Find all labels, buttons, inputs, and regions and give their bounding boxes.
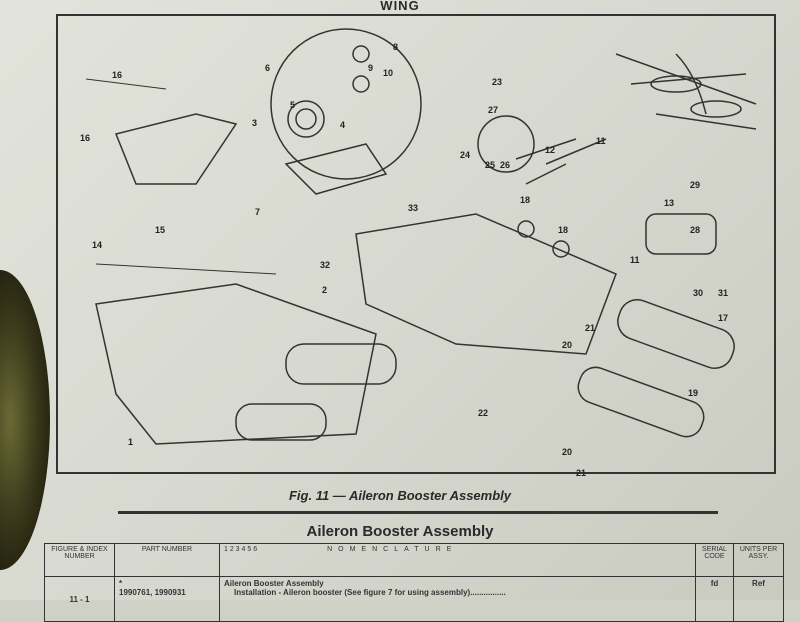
exploded-parts-illustration	[85, 28, 757, 445]
cylinder-17	[617, 299, 735, 369]
callout-number: 21	[585, 323, 596, 333]
header-nomenclature: 1 2 3 4 5 6 NOMENCLATURE	[219, 543, 696, 577]
callout-number: 3	[252, 118, 258, 128]
callout-number: 18	[520, 195, 531, 205]
detail-circle-small	[477, 115, 535, 173]
cell-part: *1990761, 1990931	[114, 576, 220, 622]
callout-number: 28	[690, 225, 701, 235]
callout-number: 5	[290, 100, 296, 110]
table-title: Aileron Booster Assembly	[306, 523, 494, 540]
callout-number: 25	[485, 160, 496, 170]
header-serial-code: SERIAL CODE	[695, 543, 734, 577]
section-header: WING	[380, 0, 420, 13]
callout-number: 13	[664, 198, 675, 208]
callout-number: 1	[128, 437, 134, 447]
callout-number: 22	[478, 408, 489, 418]
callout-number: 19	[688, 388, 699, 398]
callout-number: 7	[255, 207, 261, 217]
housing-2	[355, 213, 617, 355]
callout-number: 4	[340, 120, 346, 130]
cylinder-assembly	[285, 343, 397, 385]
header-units: UNITS PER ASSY.	[733, 543, 784, 577]
header-index: FIGURE & INDEX NUMBER	[44, 543, 115, 577]
header-nomenclature-label: NOMENCLATURE	[327, 546, 458, 553]
illustration-frame	[56, 14, 776, 474]
callout-number: 11	[596, 136, 606, 146]
callout-number: 15	[155, 225, 166, 235]
cell-index: 11 - 1	[44, 576, 115, 622]
callout-number: 32	[320, 260, 331, 270]
callout-number: 12	[545, 145, 556, 155]
cell-name: Aileron Booster Assembly	[224, 579, 324, 588]
callout-number: 10	[383, 68, 394, 78]
callout-number: 21	[576, 468, 587, 478]
callout-number: 16	[112, 70, 123, 80]
callout-number: 14	[92, 240, 103, 250]
callout-number: 23	[492, 77, 503, 87]
cell-units: Ref	[733, 576, 784, 622]
parts-table: FIGURE & INDEX NUMBER PART NUMBER 1 2 3 …	[44, 543, 784, 622]
figure-caption: Fig. 11 — Aileron Booster Assembly	[288, 488, 511, 503]
cell-part-number: 1990761, 1990931	[119, 588, 186, 597]
cell-serial: fd	[695, 576, 734, 622]
callout-number: 20	[562, 447, 573, 457]
header-levels: 1 2 3 4 5 6	[224, 546, 258, 553]
callout-number: 16	[80, 133, 91, 143]
aircraft-silhouette	[615, 53, 757, 130]
callout-number: 26	[500, 160, 511, 170]
callout-number: 31	[718, 288, 729, 298]
document-page	[0, 0, 800, 600]
cell-detail: Installation - Aileron booster (See figu…	[234, 588, 506, 597]
callout-number: 30	[693, 288, 704, 298]
callout-number: 18	[558, 225, 569, 235]
callout-number: 29	[690, 180, 701, 190]
callout-number: 20	[562, 340, 573, 350]
callout-number: 27	[488, 105, 499, 115]
plate-3	[114, 113, 238, 185]
detail-circle	[270, 28, 422, 180]
callout-number: 17	[718, 313, 729, 323]
callout-number: 8	[393, 42, 399, 52]
table-row: 11 - 1 *1990761, 1990931 Aileron Booster…	[44, 576, 784, 622]
cell-mark: *	[119, 579, 123, 588]
callout-number: 6	[265, 63, 271, 73]
callout-number: 24	[460, 150, 471, 160]
divider	[118, 511, 718, 514]
housing-1	[95, 283, 377, 445]
callout-number: 11	[630, 255, 640, 265]
callout-number: 2	[322, 285, 328, 295]
header-part-number: PART NUMBER	[114, 543, 220, 577]
callout-number: 9	[368, 63, 374, 73]
cylinder-19	[577, 366, 705, 438]
cylinder-assembly-2	[235, 403, 327, 441]
callout-number: 33	[408, 203, 419, 213]
